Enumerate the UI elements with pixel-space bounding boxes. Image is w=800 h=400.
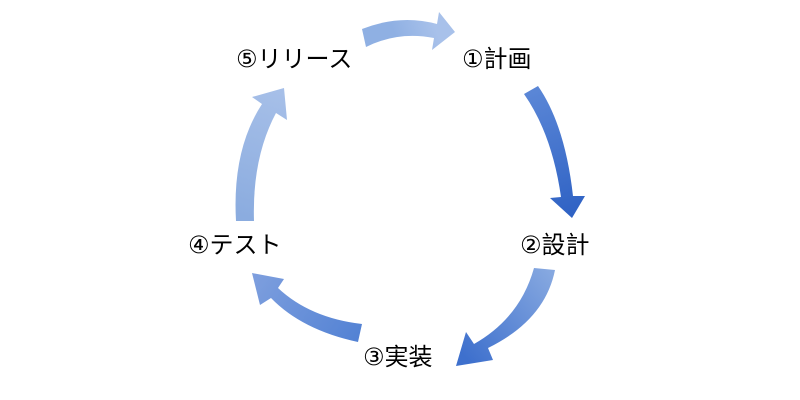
arrow-plan-to-design (524, 86, 585, 218)
step-release-label: ⑤リリース (236, 45, 353, 73)
step-test-label: ④テスト (188, 231, 282, 259)
step-plan-label: ①計画 (462, 45, 532, 73)
arrow-release-to-plan (362, 12, 455, 50)
step-implementation-label: ③実装 (363, 343, 433, 371)
arrow-test-to-release (235, 88, 287, 221)
step-design-label: ②設計 (520, 231, 590, 259)
arrow-implementation-to-test (252, 273, 362, 342)
arrow-design-to-implementation (456, 268, 555, 366)
